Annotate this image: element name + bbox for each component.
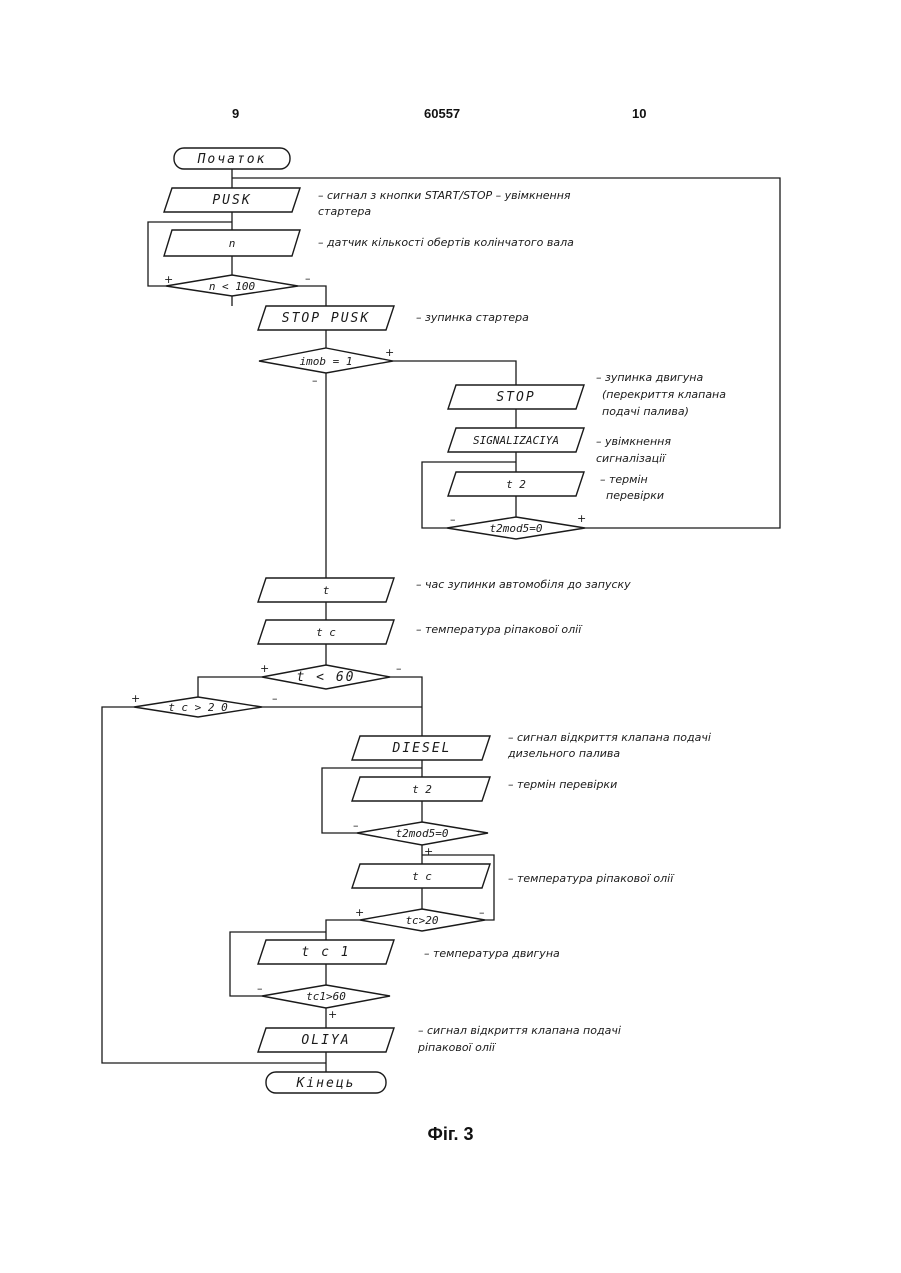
t2mod5-b-label: t2mod5=0 — [396, 827, 449, 840]
diesel-label: DIESEL — [392, 741, 452, 756]
t60-label: t < 60 — [297, 670, 356, 685]
stop-note-3: подачі палива) — [602, 405, 689, 418]
oliya-label: OLIYA — [301, 1033, 350, 1048]
start-label: Початок — [197, 152, 267, 167]
t60-plus: + — [260, 662, 269, 675]
t2mod5-a-minus: – — [450, 513, 456, 526]
tc-a-label: t c — [316, 626, 336, 639]
diesel-note-1: – сигнал відкриття клапана подачі — [508, 731, 711, 744]
tc-note: – температура ріпакової олії — [416, 623, 583, 636]
tc20-a-minus: – — [272, 692, 278, 705]
t2mod5-b-plus: + — [424, 845, 433, 858]
t2-a-label: t 2 — [506, 478, 526, 491]
n-label: n — [229, 237, 236, 250]
imob-label: imob = 1 — [300, 355, 353, 368]
stop-note-1: – зупинка двигуна — [596, 371, 703, 384]
tc1-label: t c 1 — [301, 945, 350, 960]
tc160-plus: + — [328, 1008, 337, 1021]
n100-label: n < 100 — [209, 280, 256, 293]
t2-note-2: перевірки — [606, 489, 664, 502]
tc-b-label: t c — [412, 870, 432, 883]
tc1-note: – температура двигуна — [424, 947, 560, 960]
stop-label: STOP — [496, 390, 535, 405]
n-note: – датчик кількості обертів колінчатого в… — [318, 236, 574, 249]
t60-minus: – — [396, 662, 402, 675]
n100-plus: + — [164, 273, 173, 286]
t2-b-label: t 2 — [412, 783, 432, 796]
oliya-note-2: ріпакової олії — [417, 1041, 497, 1054]
diesel-note-2: дизельного палива — [507, 747, 620, 760]
t2mod5-a-label: t2mod5=0 — [490, 522, 543, 535]
stop-pusk-label: STOP PUSK — [282, 311, 370, 326]
tc160-minus: – — [257, 982, 263, 995]
tc20-b-minus: – — [479, 906, 485, 919]
tcb-note: – температура ріпакової олії — [508, 872, 675, 885]
stop-note-2: (перекриття клапана — [602, 388, 726, 401]
t2mod5-b-minus: – — [353, 819, 359, 832]
n100-minus: – — [305, 272, 311, 285]
tc20-b-label: tc>20 — [405, 914, 438, 927]
end-label: Кінець — [296, 1076, 356, 1091]
pusk-label: PUSK — [212, 193, 251, 208]
figure-caption: Фіг. 3 — [0, 1124, 901, 1145]
t-label: t — [323, 584, 330, 597]
imob-plus: + — [385, 346, 394, 359]
pusk-note-1: – сигнал з кнопки START/STOP – увімкненн… — [318, 189, 571, 202]
signalizaciya-label: SIGNALIZACIYA — [473, 434, 559, 447]
t2mod5-a-plus: + — [577, 512, 586, 525]
t2b-note: – термін перевірки — [508, 778, 617, 791]
pusk-note-2: стартера — [318, 205, 371, 218]
imob-minus: – — [312, 374, 318, 387]
t2-note-1: – термін — [600, 473, 648, 486]
flow-lines — [102, 169, 780, 1072]
tc20-a-plus: + — [131, 692, 140, 705]
tc20-b-plus: + — [355, 906, 364, 919]
tc20-a-label: t c > 2 0 — [168, 701, 228, 714]
oliya-note-1: – сигнал відкриття клапана подачі — [418, 1024, 621, 1037]
stop-pusk-note: – зупинка стартера — [416, 311, 529, 324]
sig-note-2: сигналізації — [596, 452, 667, 465]
t-note: – час зупинки автомобіля до запуску — [416, 578, 631, 591]
sig-note-1: – увімкнення — [596, 435, 671, 448]
tc160-label: tc1>60 — [306, 990, 346, 1003]
